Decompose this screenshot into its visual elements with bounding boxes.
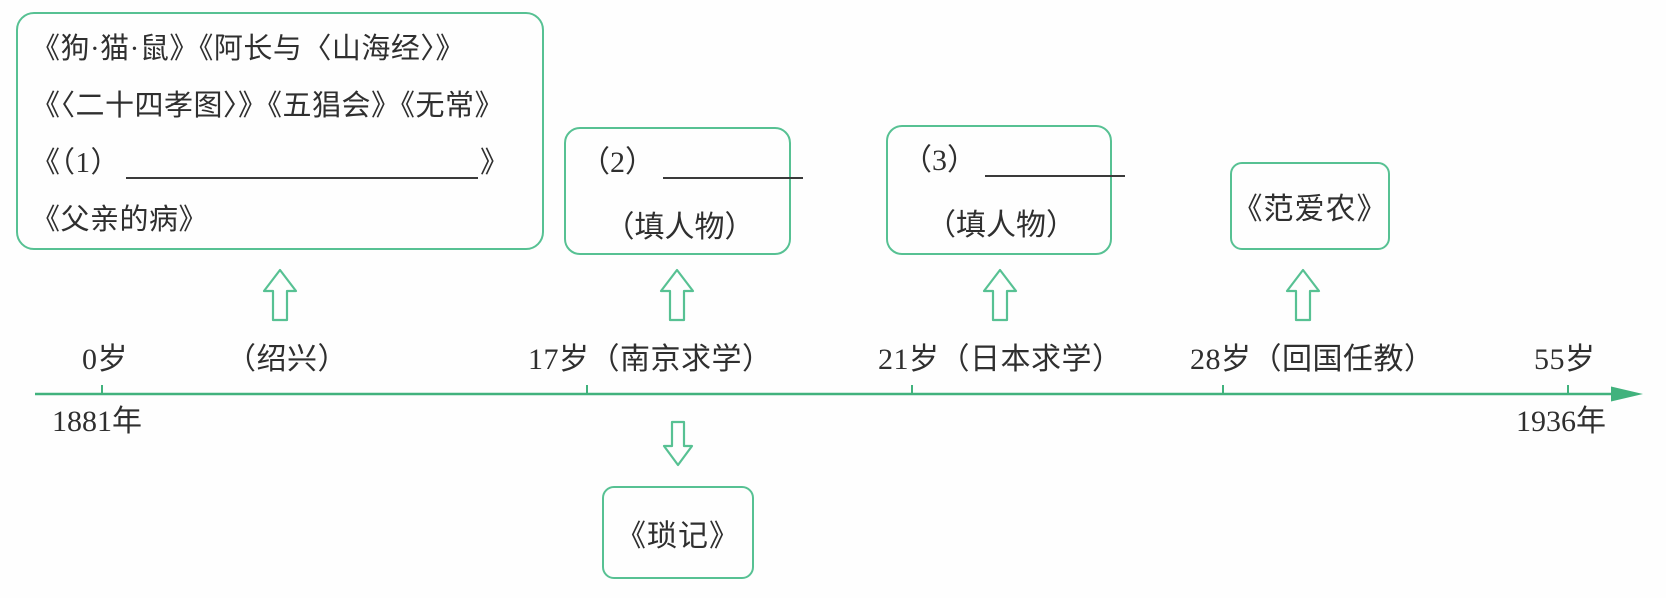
blank-3-row: （3） (902, 139, 1125, 183)
blank-3-caption: （填人物） (926, 209, 1076, 242)
year-label-start: 1881年 (52, 405, 142, 438)
blank-3-underline (985, 145, 1125, 177)
blank-3-label: （3） (902, 144, 977, 177)
works-box-shaoxing: 《狗·猫·鼠》《阿长与〈山海经〉》 《〈二十四孝图〉》《五猖会》《无常》 《（1… (16, 12, 544, 250)
up-arrow-icon (262, 268, 298, 322)
down-arrow-icon (662, 420, 694, 467)
blank-2-label: （2） (580, 146, 655, 179)
up-arrow-icon (1285, 268, 1321, 322)
blank-2-row: （2） (580, 141, 803, 185)
up-arrow-icon (982, 268, 1018, 322)
age-label-55: 55岁 (1534, 343, 1596, 376)
age-label-0: 0岁 (82, 343, 128, 376)
axis-arrowhead-icon (1611, 386, 1643, 402)
timeline-axis (35, 385, 1643, 402)
fan-ainong-title: 《范爱农》 (1232, 193, 1388, 226)
blank-1-prefix: 《（1） (31, 147, 121, 179)
up-arrow-icon (659, 268, 695, 322)
fan-ainong-box: 《范爱农》 (1230, 162, 1390, 250)
suoji-box: 《琐记》 (602, 486, 754, 579)
age-label-21: 21岁（日本求学） (878, 343, 1123, 376)
works-line-3: 《（1） 》 (31, 135, 528, 192)
works-line-4: 《父亲的病》 (31, 204, 209, 236)
blank-box-2: （2） （填人物） (564, 127, 803, 255)
age-label-28: 28岁（回国任教） (1190, 343, 1435, 376)
blank-box-3: （3） （填人物） (886, 125, 1125, 255)
blank-2-underline (663, 147, 803, 179)
blank-1-underline (126, 148, 479, 179)
blank-2-caption: （填人物） (604, 211, 755, 244)
suoji-title: 《琐记》 (616, 519, 740, 553)
place-label-shaoxing: （绍兴） (226, 343, 348, 376)
works-line-1: 《狗·猫·鼠》《阿长与〈山海经〉》 (31, 33, 465, 65)
works-line-2: 《〈二十四孝图〉》《五猖会》《无常》 (31, 90, 505, 122)
year-label-end: 1936年 (1516, 405, 1606, 438)
blank-1-suffix: 》 (480, 147, 510, 179)
age-label-17: 17岁（南京求学） (528, 343, 773, 376)
